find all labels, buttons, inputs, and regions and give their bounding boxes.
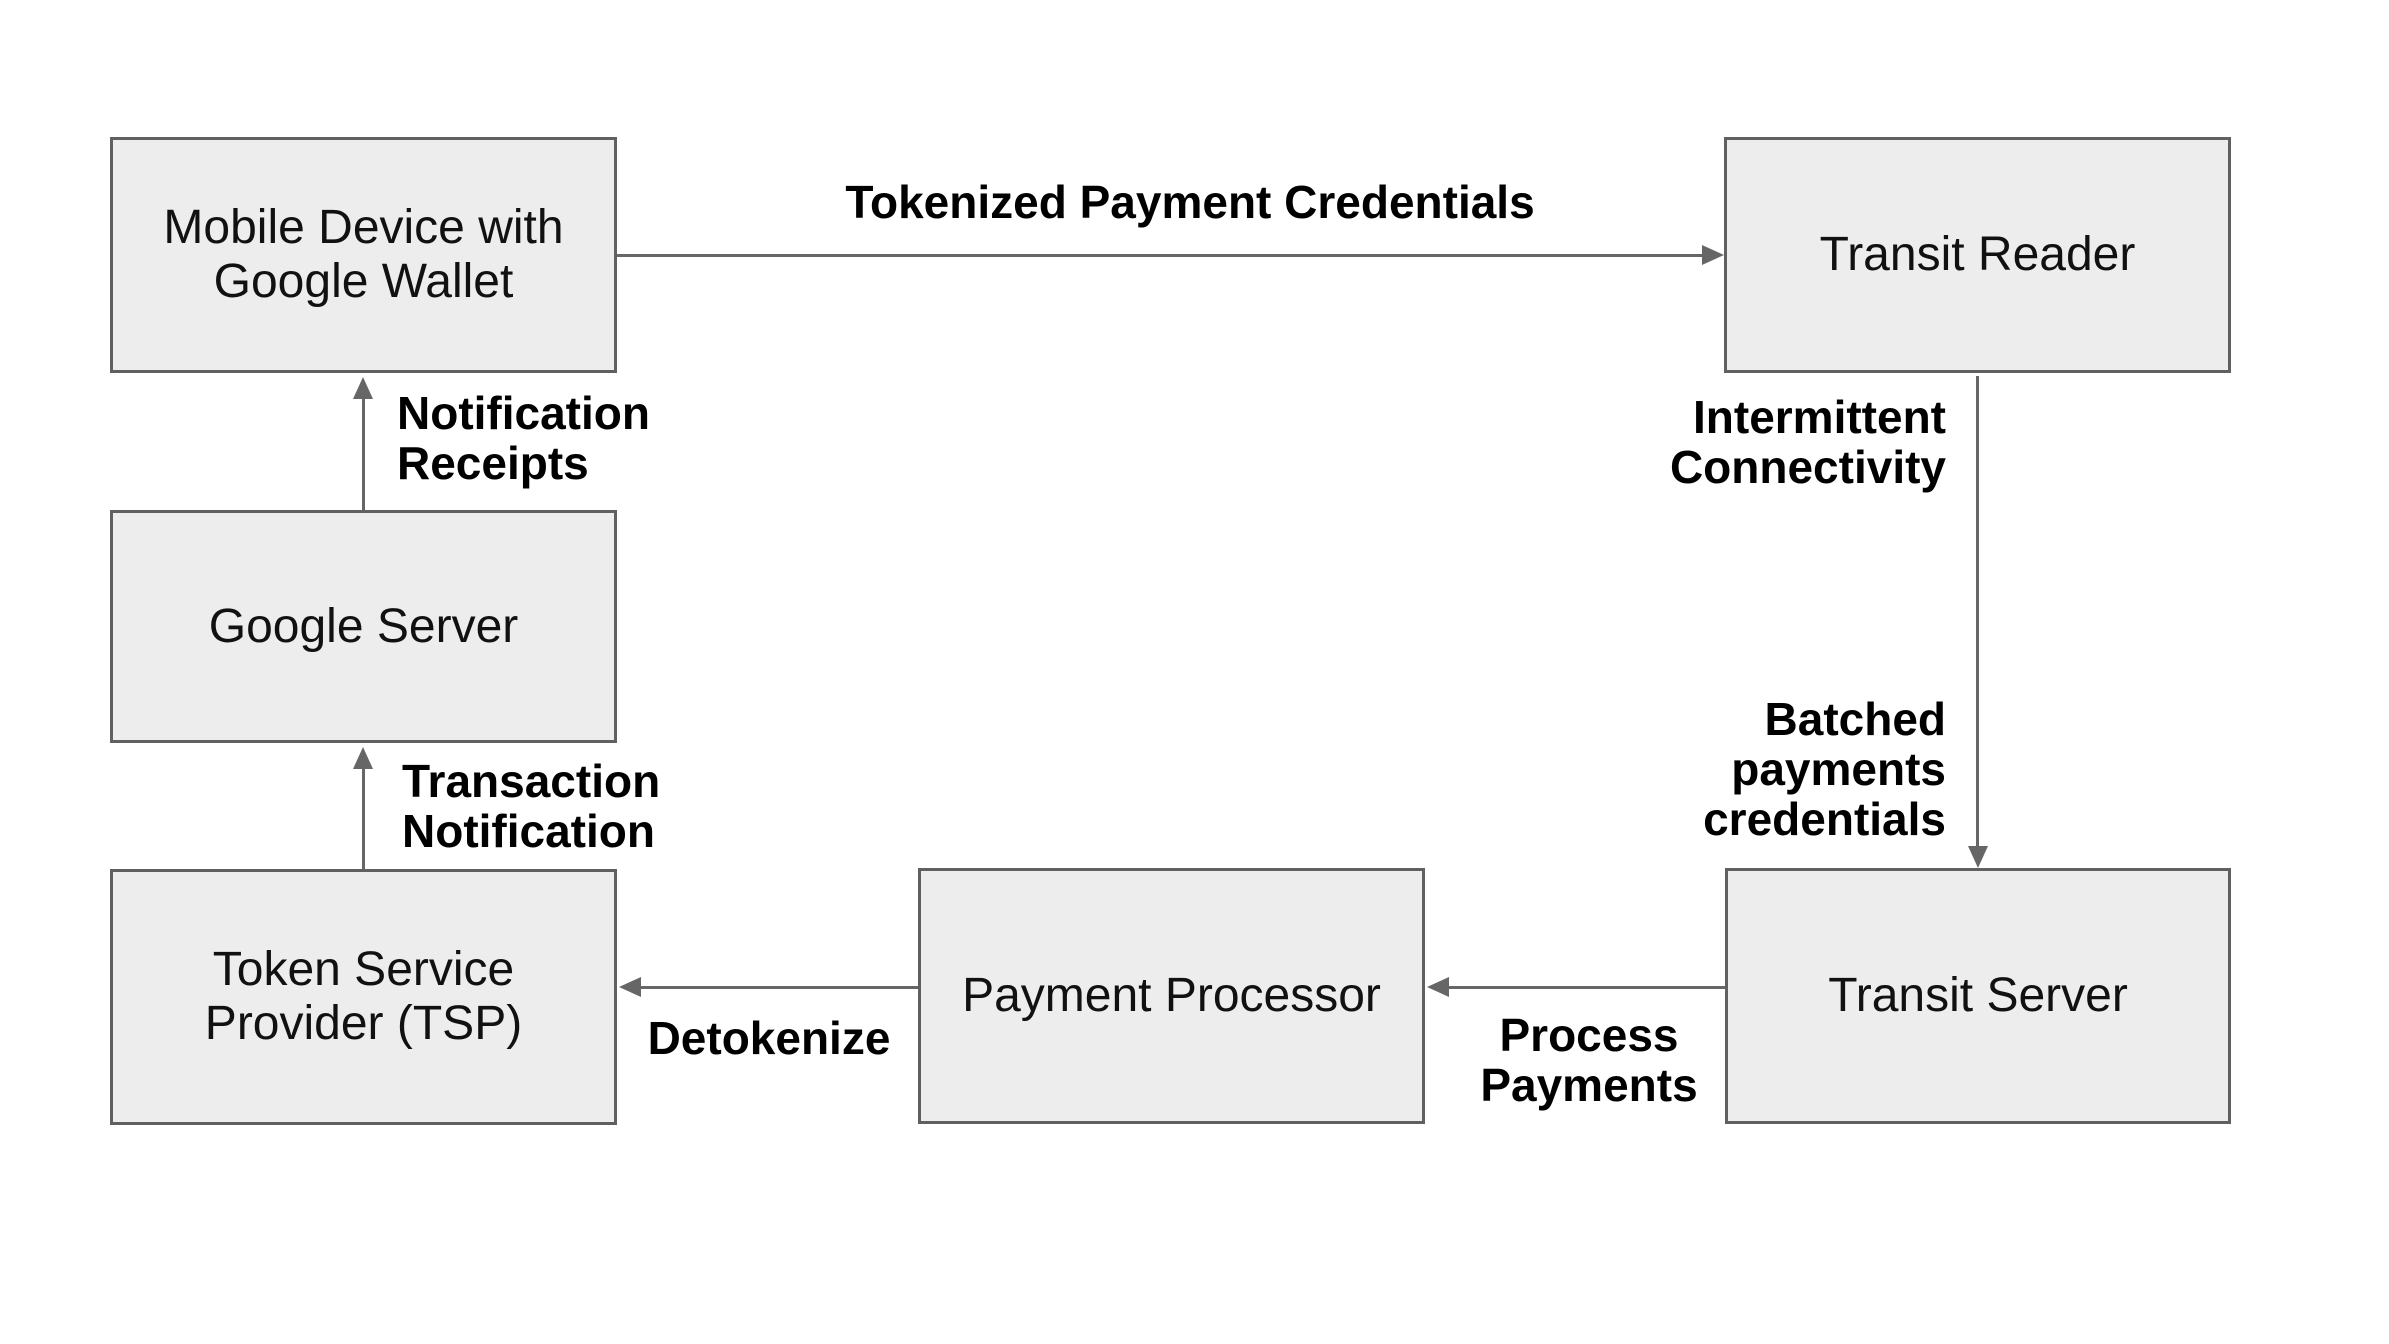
arrow-detokenize-line [641, 986, 918, 989]
node-label: Token Service Provider (TSP) [204, 943, 523, 1050]
arrow-up-icon [353, 747, 373, 769]
arrow-transaction-notification-line [362, 769, 365, 869]
arrow-notification-receipts-line [362, 399, 365, 510]
node-label: Transit Server [1828, 969, 2128, 1022]
arrow-left-icon [1427, 977, 1449, 997]
node-label: Google Server [208, 599, 519, 653]
node-label: Transit Reader [1819, 228, 2136, 281]
node-payment-processor: Payment Processor [918, 868, 1425, 1124]
arrow-up-icon [353, 377, 373, 399]
edge-label-transaction-notification: Transaction Notification [402, 755, 661, 857]
node-mobile-device-google-wallet: Mobile Device with Google Wallet [110, 137, 617, 373]
edge-label-process-payments: Process Payments [1480, 1009, 1698, 1111]
edge-label-batched-payments-credentials: Batched payments credentials [1703, 693, 1946, 845]
arrow-left-icon [619, 977, 641, 997]
edge-label-tokenized-payment-credentials: Tokenized Payment Credentials [845, 176, 1535, 228]
node-label: Payment Processor [962, 969, 1381, 1022]
arrow-tokenized-payment-credentials-line [617, 254, 1702, 257]
node-token-service-provider: Token Service Provider (TSP) [110, 869, 617, 1125]
arrow-batched-payments-line [1976, 376, 1979, 846]
edge-label-intermittent-connectivity: Intermittent Connectivity [1669, 391, 1946, 493]
arrow-process-payments-line [1449, 986, 1725, 989]
node-label: Mobile Device with Google Wallet [163, 201, 564, 308]
edge-label-detokenize: Detokenize [647, 1012, 891, 1064]
arrow-right-icon [1702, 245, 1724, 265]
edge-label-notification-receipts: Notification Receipts [397, 387, 650, 489]
node-google-server: Google Server [110, 510, 617, 743]
node-transit-server: Transit Server [1725, 868, 2231, 1124]
arrow-down-icon [1968, 846, 1988, 868]
node-transit-reader: Transit Reader [1724, 137, 2231, 373]
